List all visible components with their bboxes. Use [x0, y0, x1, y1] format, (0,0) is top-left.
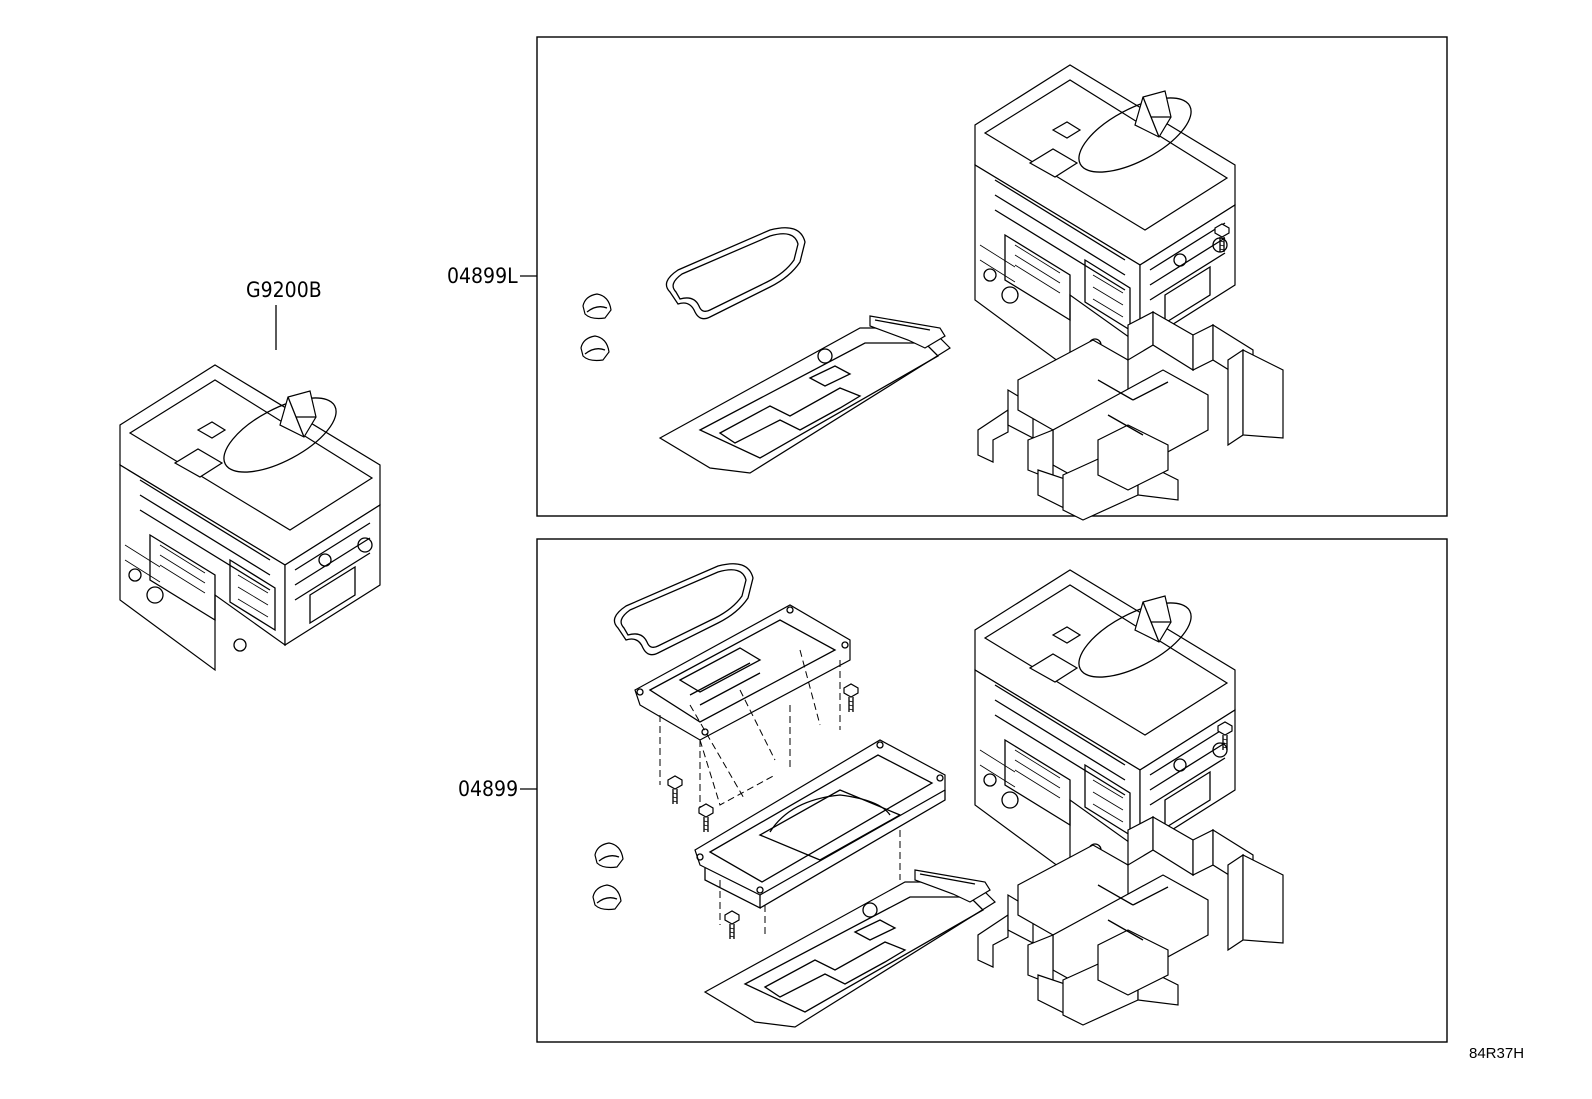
lower-bolt-4-drawing — [698, 803, 714, 833]
lower-bolt-5-drawing — [724, 910, 740, 940]
lower-cover-plate-drawing — [634, 604, 851, 810]
lower-tray-drawing — [704, 869, 996, 1028]
kit-box-lower — [536, 538, 1448, 1043]
lower-bolt-2-drawing — [843, 683, 859, 713]
upper-tray-drawing — [659, 315, 951, 474]
label-kit-lower[interactable]: 04899 — [458, 777, 518, 801]
lower-insulator-sheets-drawing — [977, 816, 1284, 1026]
upper-insulator-sheets-drawing — [977, 311, 1284, 521]
lower-bolt-3-drawing — [667, 775, 683, 805]
upper-inverter-drawing — [974, 64, 1236, 371]
lower-cap-2-drawing — [592, 884, 622, 911]
inverter-assembly-drawing — [119, 364, 381, 671]
label-kit-upper[interactable]: 04899L — [447, 264, 518, 288]
upper-cap-2-drawing — [580, 335, 610, 362]
lower-case-frame-drawing — [694, 739, 946, 935]
upper-gasket-drawing — [665, 227, 806, 320]
upper-cap-1-drawing — [582, 293, 612, 320]
lower-inverter-drawing — [974, 569, 1236, 876]
lower-cap-1-drawing — [594, 842, 624, 869]
label-assembly[interactable]: G9200B — [246, 278, 322, 302]
diagram-reference-code: 84R37H — [1469, 1045, 1524, 1062]
